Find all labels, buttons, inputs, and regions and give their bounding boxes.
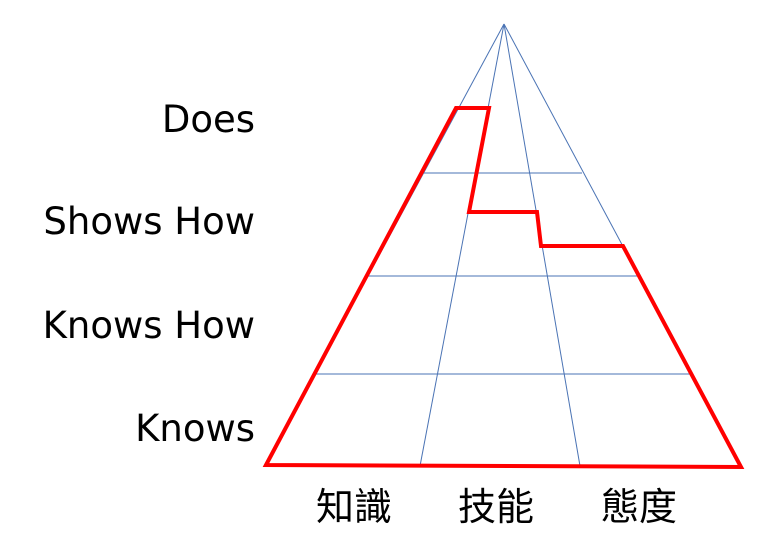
level-label-knows: Knows	[135, 407, 255, 450]
competency-outline	[262, 106, 745, 470]
domain-label-skill: 技能	[458, 485, 535, 529]
domain-label-knowledge: 知識	[316, 485, 393, 529]
level-label-knows-how: Knows How	[42, 304, 255, 347]
level-label-shows-how: Shows How	[43, 200, 255, 243]
level-label-does: Does	[161, 98, 255, 141]
divider-line-knowledge-skill	[419, 23, 505, 467]
domain-label-attitude: 態度	[601, 485, 678, 529]
